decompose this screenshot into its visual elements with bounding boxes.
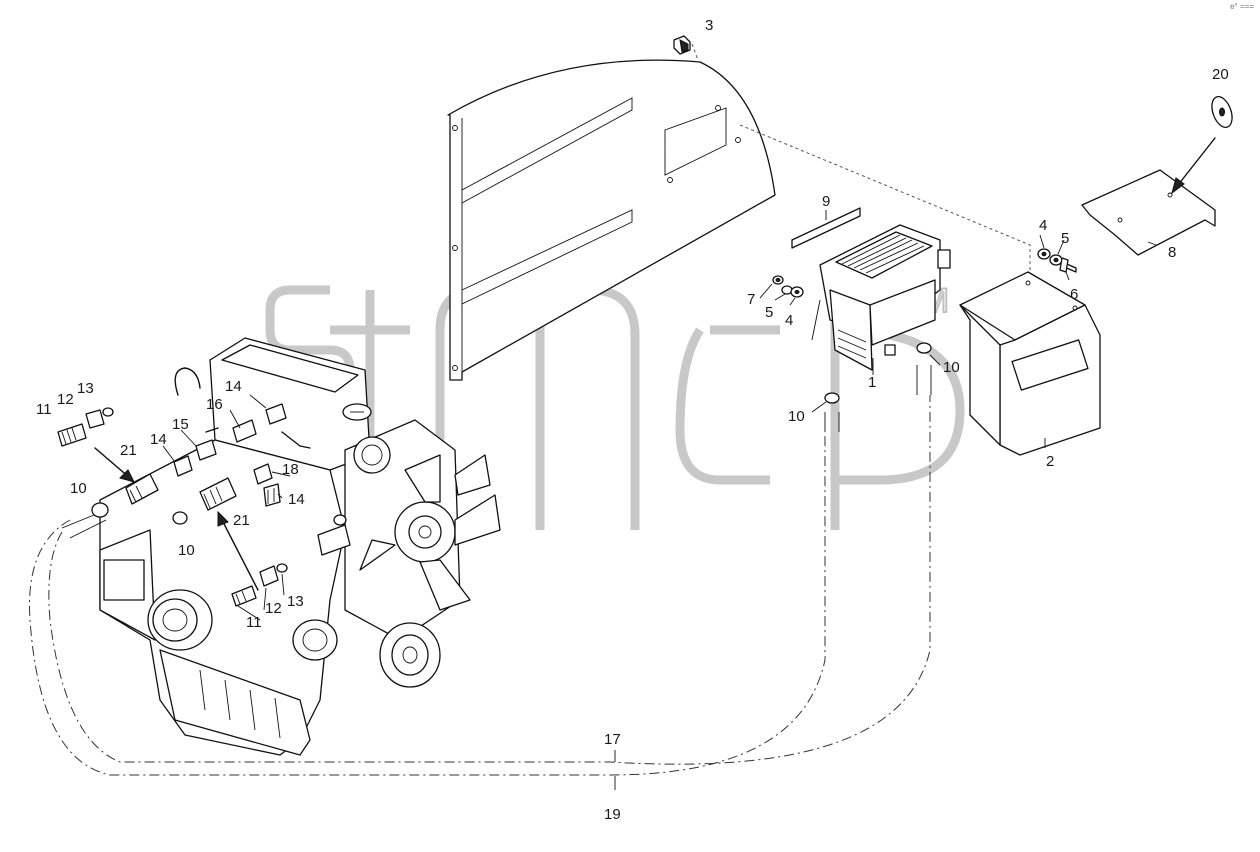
callout-12-upper: 12 bbox=[57, 391, 74, 408]
callout-14-left: 14 bbox=[150, 431, 167, 448]
callout-12-lower: 12 bbox=[265, 600, 282, 617]
side-panel bbox=[447, 59, 776, 381]
engine-fittings bbox=[57, 403, 311, 607]
callout-15: 15 bbox=[172, 416, 189, 433]
leader-lines bbox=[162, 210, 1157, 790]
callout-13-upper: 13 bbox=[77, 380, 94, 397]
corner-mark: e° === bbox=[1230, 2, 1254, 11]
callout-19: 19 bbox=[604, 806, 621, 823]
seal-strip bbox=[791, 207, 861, 249]
clip-part bbox=[673, 35, 691, 55]
callout-2: 2 bbox=[1046, 453, 1054, 470]
coolant-hose-route bbox=[29, 395, 931, 776]
callout-4-bracket: 4 bbox=[1039, 217, 1047, 234]
callout-7: 7 bbox=[747, 291, 755, 308]
callout-11-upper: 11 bbox=[36, 401, 52, 418]
heater-hose-clamps bbox=[824, 342, 932, 432]
callout-10-left: 10 bbox=[70, 480, 87, 497]
callout-11-lower: 11 bbox=[246, 614, 262, 631]
callout-13-lower: 13 bbox=[287, 593, 304, 610]
callout-6: 6 bbox=[1070, 286, 1078, 303]
callout-16: 16 bbox=[206, 396, 223, 413]
callout-3: 3 bbox=[705, 17, 713, 34]
callout-10-right: 10 bbox=[943, 359, 960, 376]
callout-21-lower: 21 bbox=[233, 512, 250, 529]
callout-20: 20 bbox=[1212, 66, 1229, 83]
callout-10-center: 10 bbox=[788, 408, 805, 425]
heater-unit bbox=[811, 224, 951, 371]
callout-17: 17 bbox=[604, 731, 621, 748]
heater-fasteners bbox=[772, 275, 804, 298]
callout-9: 9 bbox=[822, 193, 830, 210]
callout-8: 8 bbox=[1168, 244, 1176, 261]
bracket-fasteners bbox=[1037, 248, 1077, 273]
engine-block bbox=[99, 337, 501, 756]
callout-5-bracket: 5 bbox=[1061, 230, 1069, 247]
callout-14-top: 14 bbox=[225, 378, 242, 395]
callout-4-heater: 4 bbox=[785, 312, 793, 329]
callout-18: 18 bbox=[282, 461, 299, 478]
mounting-bracket bbox=[959, 271, 1101, 456]
callout-10-engine: 10 bbox=[178, 542, 195, 559]
washer-disc bbox=[1211, 96, 1233, 128]
callout-5-heater: 5 bbox=[765, 304, 773, 321]
assembly-line bbox=[739, 124, 1031, 275]
callout-1: 1 bbox=[868, 374, 876, 391]
callout-21-upper: 21 bbox=[120, 442, 137, 459]
callout-14-mid: 14 bbox=[288, 491, 305, 508]
callout-labels: 1 2 3 4 4 5 5 6 7 8 9 10 10 10 10 11 11 … bbox=[36, 17, 1229, 823]
